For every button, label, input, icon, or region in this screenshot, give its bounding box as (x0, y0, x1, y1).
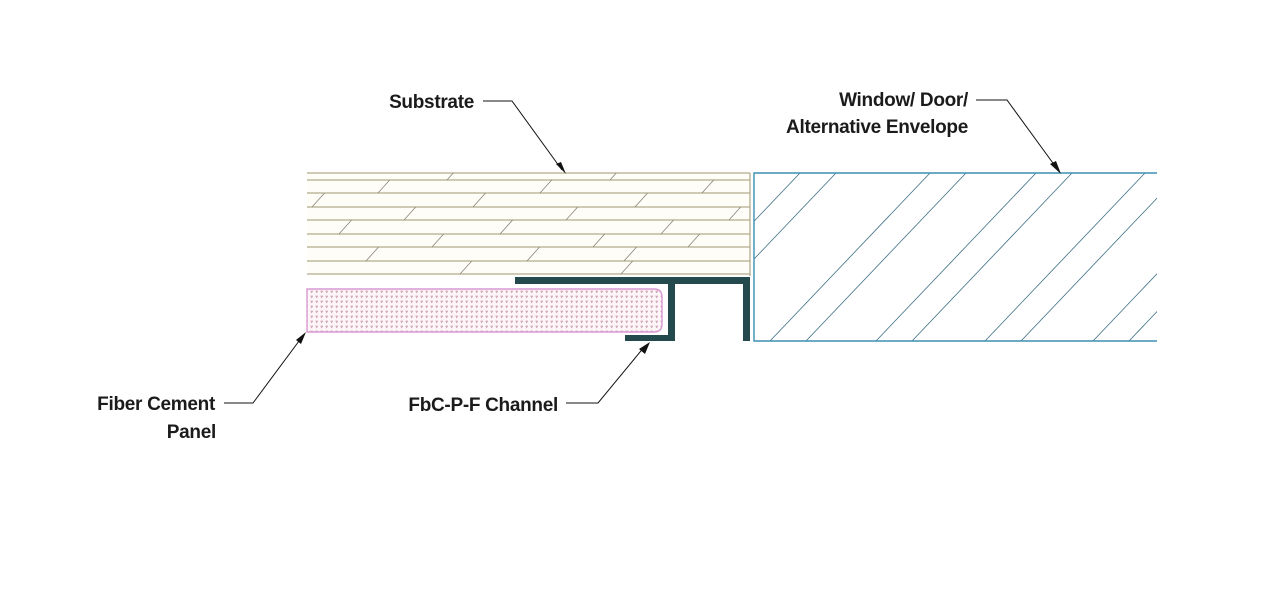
substrate-joint-tick (311, 192, 325, 208)
window-hatch-line (805, 173, 967, 341)
substrate-joint-tick (592, 233, 605, 248)
window-hatch-line (1092, 273, 1157, 341)
fiber-cement-label-line2: Panel (167, 422, 216, 443)
window-outline (753, 172, 1157, 342)
fiber-cement-leader (224, 332, 306, 404)
substrate-joint-tick (623, 246, 637, 262)
substrate-joint-tick (472, 192, 486, 208)
window-hatch-line (875, 173, 1037, 341)
substrate-leader-line (483, 100, 563, 171)
substrate-joint-tick (365, 246, 379, 262)
window-hatch-line (1236, 173, 1275, 341)
substrate-arrowhead (556, 162, 566, 174)
window-hatch-line (1200, 173, 1275, 341)
fiber-cement-leader-line (224, 336, 303, 404)
window-leader (976, 99, 1061, 174)
substrate-label: Substrate (389, 92, 474, 113)
window-label-line1: Window/ Door/ (839, 90, 969, 111)
substrate-joint-tick (609, 172, 617, 181)
channel-inner-leg (668, 277, 675, 341)
channel-arrowhead (639, 342, 650, 354)
substrate-joint-tick (660, 219, 674, 235)
window-hatch-line (911, 173, 1073, 341)
channel-leader-line (566, 345, 646, 404)
substrate-joint-tick (687, 233, 700, 248)
substrate-joint-tick (634, 192, 648, 208)
fbc-p-f-channel (515, 277, 750, 341)
substrate-joint-tick (539, 179, 552, 194)
window-hatch (754, 173, 1275, 341)
channel-return-flange (625, 335, 675, 341)
window-hatch-line (1020, 197, 1157, 341)
fiber-cement-panel (306, 288, 663, 333)
substrate-joints (311, 172, 741, 275)
substrate-joint-tick (377, 179, 390, 194)
substrate-joint-tick (431, 233, 444, 248)
substrate-joint-tick (565, 206, 578, 221)
substrate-joint-tick (701, 179, 714, 194)
substrate-joint-tick (499, 219, 513, 235)
substrate-joint-tick (338, 219, 352, 235)
fiber-cement-panel-body (306, 288, 663, 333)
substrate-leader (483, 100, 566, 174)
substrate-joint-tick (728, 206, 741, 221)
window-hatch-line (754, 173, 801, 222)
window-arrowhead (1050, 161, 1061, 174)
substrate-courses (307, 172, 750, 275)
window-label-line2: Alternative Envelope (786, 117, 968, 138)
substrate-joint-tick (620, 260, 633, 275)
channel-outer-leg (743, 277, 750, 341)
substrate (307, 172, 751, 276)
window-door-envelope (753, 172, 1275, 342)
channel-label: FbC-P-F Channel (408, 395, 558, 416)
channel-leader (566, 342, 650, 404)
window-hatch-line (984, 173, 1146, 341)
channel-top-flange (515, 277, 750, 284)
window-hatch-line (769, 173, 931, 341)
substrate-joint-tick (459, 260, 472, 275)
window-hatch-line (754, 173, 837, 260)
window-leader-line (976, 99, 1059, 171)
substrate-joint-tick (403, 206, 416, 221)
window-hatch-line (1128, 311, 1157, 341)
leader-lines (224, 99, 1061, 404)
fiber-cement-arrowhead (296, 332, 306, 344)
substrate-joint-tick (446, 172, 454, 181)
fiber-cement-label-line1: Fiber Cement (97, 394, 216, 415)
substrate-joint-tick (526, 246, 540, 262)
